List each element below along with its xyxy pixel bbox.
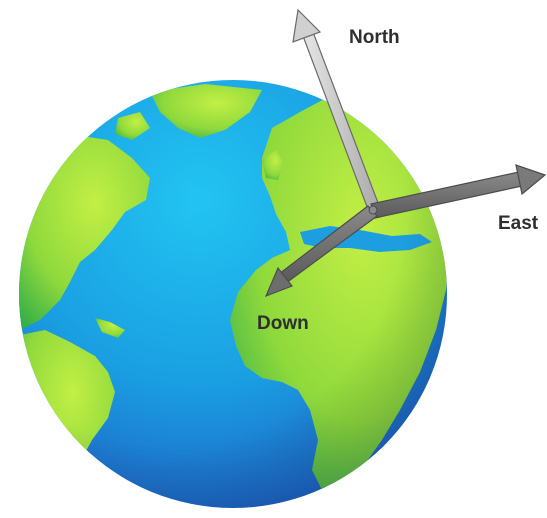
globe	[19, 80, 447, 508]
east-label: East	[498, 213, 539, 234]
axis-arrows	[264, 8, 547, 298]
madagascar-shape	[436, 412, 447, 448]
globe-shading	[19, 80, 447, 508]
origin-point	[368, 205, 378, 215]
north-label: North	[349, 27, 400, 48]
down-label: Down	[257, 313, 309, 334]
